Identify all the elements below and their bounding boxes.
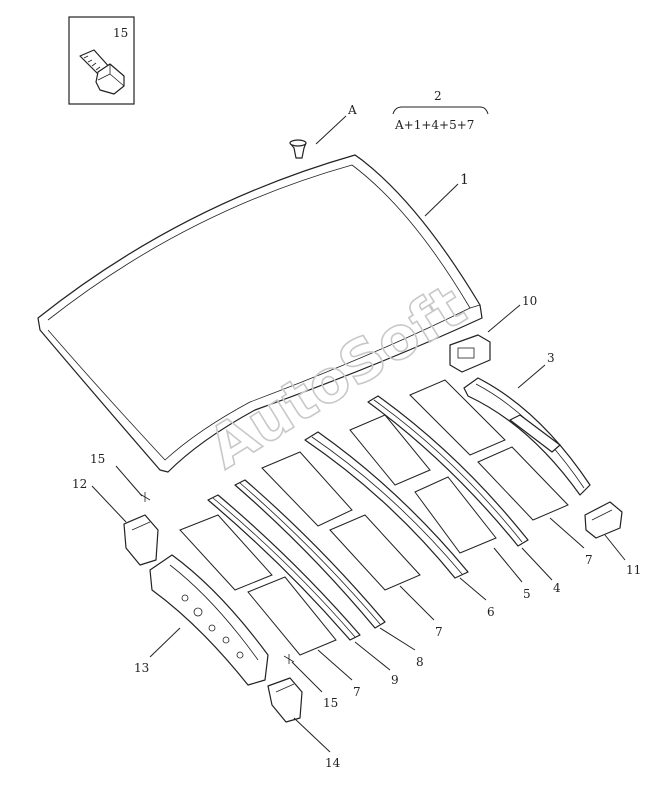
callout-11: 14 <box>325 756 341 770</box>
roof-bow-8 <box>234 479 386 629</box>
bracket-11 <box>267 677 303 723</box>
assembly-formula: A+1+4+5+7 <box>394 118 474 132</box>
rear-header-14 <box>149 554 269 686</box>
callout-5: 5 <box>523 587 531 601</box>
callout-6: 6 <box>487 605 495 619</box>
callout-3: 3 <box>547 351 555 365</box>
screw-15a <box>139 492 151 502</box>
bracket-12 <box>449 334 491 373</box>
bracket-13 <box>584 501 623 539</box>
callout-15a: 15 <box>90 452 105 466</box>
bolt-icon <box>79 49 125 95</box>
callout-10: 12 <box>72 477 87 491</box>
assembly-note: 2 A+1+4+5+7 <box>392 89 489 132</box>
callout-8: 8 <box>416 655 424 669</box>
callout-7c: 7 <box>353 685 361 699</box>
roof-bow-9 <box>207 494 361 641</box>
callout-9: 9 <box>391 673 399 687</box>
callout-15b: 15 <box>323 696 338 710</box>
screw-15b <box>283 654 295 664</box>
inset-callout: 15 <box>113 26 128 40</box>
callout-1: 1 <box>460 172 469 188</box>
callout-14: 13 <box>134 661 149 675</box>
callout-12: 10 <box>522 294 537 308</box>
assembly-number: 2 <box>434 89 442 103</box>
roof-bow-6 <box>304 431 469 579</box>
roof-bow-4 <box>367 395 529 547</box>
callout-7a: 7 <box>585 553 593 567</box>
pads-7 <box>179 379 569 656</box>
callout-13: 11 <box>626 563 641 577</box>
bolt-inset: 15 <box>68 16 135 105</box>
clip-a: A <box>289 103 357 159</box>
callout-7b: 7 <box>435 625 443 639</box>
roof-panel <box>37 154 483 473</box>
front-header-3 <box>463 377 591 496</box>
callout-4: 4 <box>553 581 561 595</box>
bracket-10 <box>123 514 159 566</box>
ref-a-label: A <box>347 103 357 117</box>
